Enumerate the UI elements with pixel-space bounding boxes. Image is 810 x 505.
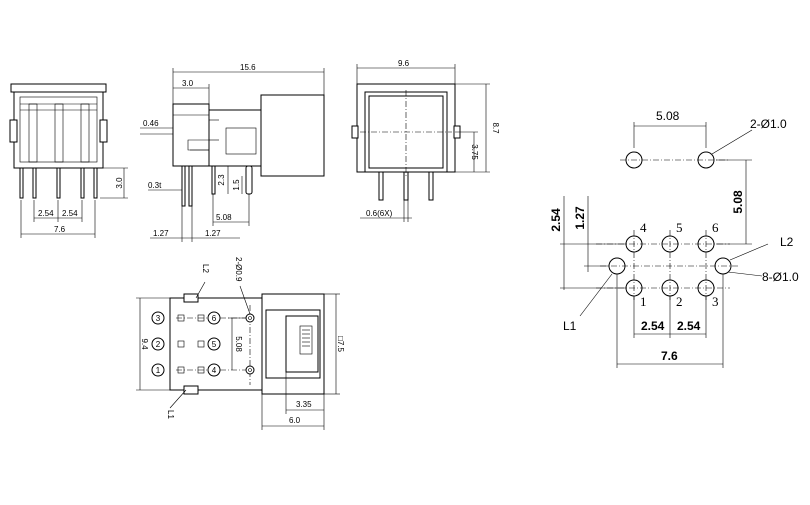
front-slot-3 [80, 103, 90, 163]
svg-text:5: 5 [212, 340, 217, 349]
side-pin [188, 165, 193, 207]
front-body [13, 91, 104, 169]
end-dim-height: 8.7 [491, 122, 500, 134]
side-dim-thick: 0.46 [143, 119, 159, 128]
front-pin [93, 167, 98, 199]
end-view: 9.6 8.7 3.75 0.6(6X) [351, 59, 500, 222]
pcb-label-5: 5 [676, 220, 683, 235]
front-pin [32, 167, 37, 199]
pcb-label-3: 3 [712, 294, 719, 309]
top-pin-marker-5 [207, 337, 221, 351]
front-dim-pitch-right: 2.54 [62, 209, 78, 218]
pcb-dim-v-a: 2.54 [549, 208, 563, 232]
end-pin [378, 171, 384, 201]
side-button-cap [260, 94, 325, 177]
front-slot-2 [54, 103, 64, 163]
front-view: 2.54 2.54 7.6 3.0 [9, 83, 128, 238]
front-dim-width: 7.6 [54, 225, 66, 234]
side-dim-offset-top: 3.0 [182, 79, 194, 88]
top-mount-hole [245, 365, 255, 375]
front-dim-pitch-left: 2.54 [38, 209, 54, 218]
side-dim-t: 0.3t [148, 181, 162, 190]
top-tab [183, 385, 199, 395]
side-base-block [172, 103, 210, 167]
front-inner-frame [19, 96, 98, 163]
side-pin [181, 165, 186, 207]
side-dim-h1: 2.3 [217, 174, 226, 186]
pcb-dim-h-b: 2.54 [677, 319, 701, 333]
pcb-dim-holes: 8-Ø1.0 [762, 270, 799, 284]
end-tab-left [351, 125, 359, 139]
top-view: 3 2 1 6 5 4 L2 L1 2-Ø0.9 9.4 5.08 □7.5 [136, 257, 345, 430]
end-dim-pin: 0.6(6X) [366, 209, 393, 218]
side-dim-pitch: 5.08 [216, 213, 232, 222]
end-dim-half: 3.75 [470, 144, 479, 160]
top-pin-marker-3 [151, 311, 165, 325]
top-dim-width: 9.4 [140, 338, 149, 350]
top-label-l2: L2 [201, 264, 210, 273]
front-pin [80, 167, 85, 199]
front-top-cap [10, 83, 107, 93]
side-post [245, 165, 253, 195]
front-dim-pin-height: 3.0 [115, 177, 124, 189]
side-pin [211, 165, 216, 195]
end-dim-width: 9.6 [398, 59, 410, 68]
pcb-label-1: 1 [640, 294, 647, 309]
pcb-mount-hole [697, 151, 715, 169]
pcb-dim-v-pitch: 5.08 [731, 190, 745, 214]
top-label-l1: L1 [166, 410, 175, 419]
end-pin [428, 171, 434, 201]
top-dim-depth-b: 6.0 [289, 416, 301, 425]
svg-text:6: 6 [212, 314, 217, 323]
pcb-dim-hole-top: 2-Ø1.0 [750, 117, 787, 131]
top-pin-marker-6 [207, 311, 221, 325]
side-mid-block [208, 109, 262, 167]
top-mount-hole [245, 313, 255, 323]
svg-text:1: 1 [156, 366, 161, 375]
top-pin-marker-2 [151, 337, 165, 351]
side-dim-h2: 1.5 [232, 179, 241, 191]
svg-text:3: 3 [156, 314, 161, 323]
front-slot-1 [28, 103, 38, 163]
side-dim-a: 1.27 [153, 229, 169, 238]
pcb-label-l1: L1 [563, 319, 577, 333]
front-pin [56, 167, 61, 199]
pcb-mount-hole [625, 151, 643, 169]
pcb-layout: 5.08 2-Ø1.0 5.08 4 5 6 1 2 3 L1 [549, 109, 799, 368]
top-dim-depth-a: 3.35 [296, 400, 312, 409]
pcb-label-6: 6 [712, 220, 719, 235]
svg-text:4: 4 [212, 366, 217, 375]
top-tab [183, 293, 199, 303]
side-dim-b: 1.27 [205, 229, 221, 238]
pcb-dim-h-a: 2.54 [641, 319, 665, 333]
top-button-inner [265, 309, 321, 379]
front-side-tab-right [99, 119, 108, 143]
top-dim-hole: 2-Ø0.9 [234, 257, 243, 282]
side-view: 15.6 3.0 0.46 0.3t 2.3 1.5 5.08 1.27 1.2… [140, 63, 325, 242]
top-button-slot [299, 325, 313, 355]
side-dim-length: 15.6 [240, 63, 256, 72]
top-button-face [285, 315, 319, 373]
pcb-hole-5 [661, 235, 679, 253]
front-side-tab-left [9, 119, 18, 143]
pcb-dim-v-b: 1.27 [573, 206, 587, 230]
end-pin [403, 171, 409, 201]
pcb-label-l2: L2 [780, 235, 794, 249]
front-pin [19, 167, 24, 199]
top-pin-marker-4 [207, 363, 221, 377]
top-pin-marker-1 [151, 363, 165, 377]
pcb-label-2: 2 [676, 294, 683, 309]
top-button-outer [261, 293, 325, 395]
pcb-dim-total: 7.6 [661, 349, 678, 363]
side-window [225, 127, 257, 155]
pcb-hole-6 [697, 235, 715, 253]
top-dim-square: □7.5 [336, 336, 345, 353]
top-dim-pitch: 5.08 [234, 336, 243, 352]
svg-text:2: 2 [156, 340, 161, 349]
pcb-dim-pitch-top: 5.08 [656, 109, 680, 123]
pcb-label-4: 4 [640, 220, 647, 235]
